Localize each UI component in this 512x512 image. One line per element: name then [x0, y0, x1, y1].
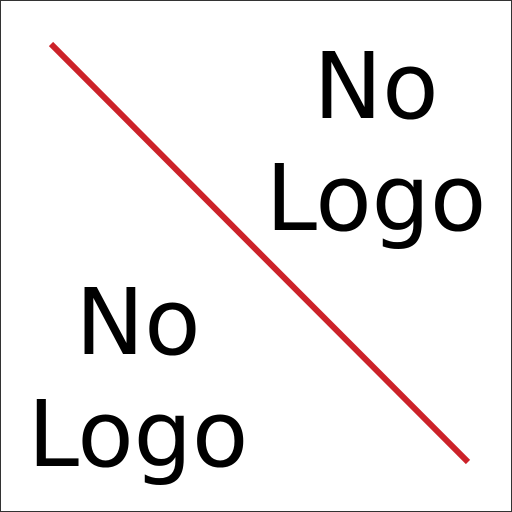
no-logo-text-top: No Logo [253, 31, 499, 255]
no-logo-text-top-line2: Logo [265, 145, 487, 252]
no-logo-text-bottom-line2: Logo [27, 381, 249, 488]
no-logo-text-bottom-line1: No [75, 269, 201, 376]
no-logo-text-bottom: No Logo [15, 267, 261, 491]
red-strike-line [48, 41, 471, 465]
no-logo-text-top-line1: No [313, 33, 439, 140]
